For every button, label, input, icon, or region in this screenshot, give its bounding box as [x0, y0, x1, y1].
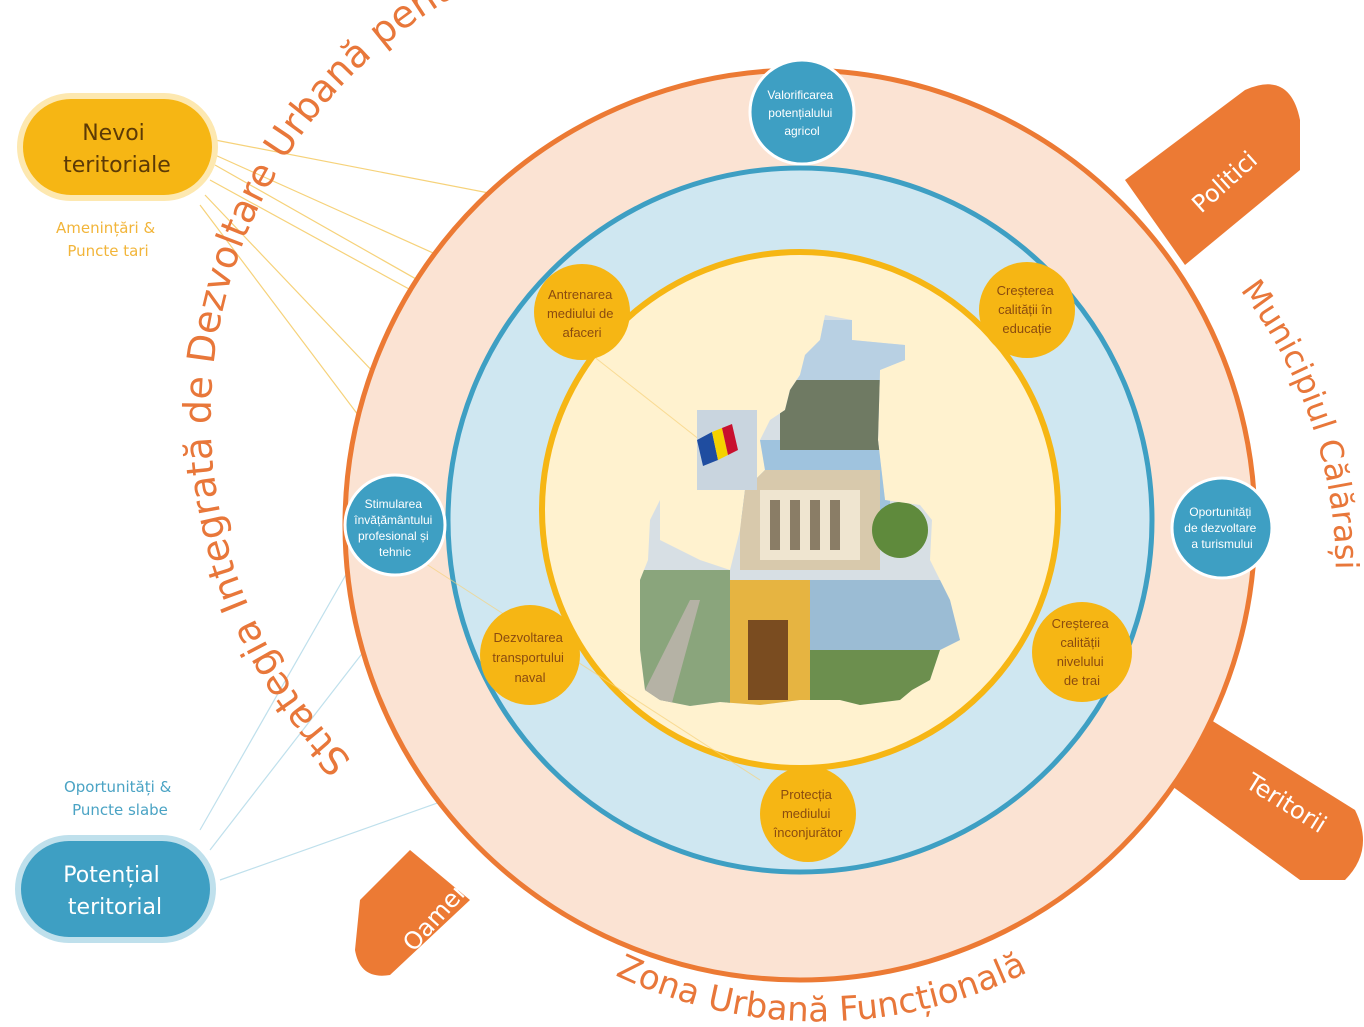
node-environment: Protecția mediului înconjurător — [760, 766, 856, 862]
node-tourism-label: Oportunități de dezvoltare a turismului — [1184, 505, 1259, 551]
node-education: Creșterea calității în educație — [979, 262, 1075, 358]
needs-pill-label: Nevoi teritoriale — [63, 121, 171, 178]
node-agricultural-label: Valorificarea potențialului agricol — [767, 88, 836, 138]
node-naval: Dezvoltarea transportului naval — [480, 605, 580, 705]
node-vocational-label: Stimularea învățământului profesional și… — [353, 497, 435, 559]
node-vocational: Stimularea învățământului profesional și… — [343, 473, 447, 577]
node-education-label: Creșterea calității în educație — [997, 283, 1058, 336]
potential-pill-label: Potențial teritorial — [63, 863, 166, 920]
node-agricultural: Valorificarea potențialului agricol — [748, 58, 856, 166]
needs-pill: Nevoi teritoriale — [17, 93, 218, 201]
arm-oameni: Oameni — [355, 850, 481, 976]
arm-politici: Politici — [1125, 84, 1300, 266]
node-business: Antrenarea mediului de afaceri — [534, 264, 630, 360]
node-naval-label: Dezvoltarea transportului naval — [492, 630, 567, 685]
flag-icon — [697, 410, 757, 490]
potential-caption: Oportunități & Puncte slabe — [64, 778, 176, 819]
node-living-label: Creșterea calității nivelului de trai — [1052, 616, 1113, 688]
connector-line — [199, 549, 361, 831]
node-living: Creșterea calității nivelului de trai — [1032, 602, 1132, 702]
needs-caption: Amenințări & Puncte tari — [56, 219, 160, 260]
potential-pill: Potențial teritorial — [15, 835, 216, 943]
connector-line — [419, 559, 761, 781]
node-business-label: Antrenarea mediului de afaceri — [547, 287, 617, 340]
node-tourism: Oportunități de dezvoltare a turismului — [1170, 476, 1274, 580]
node-environment-label: Protecția mediului înconjurător — [773, 787, 843, 840]
